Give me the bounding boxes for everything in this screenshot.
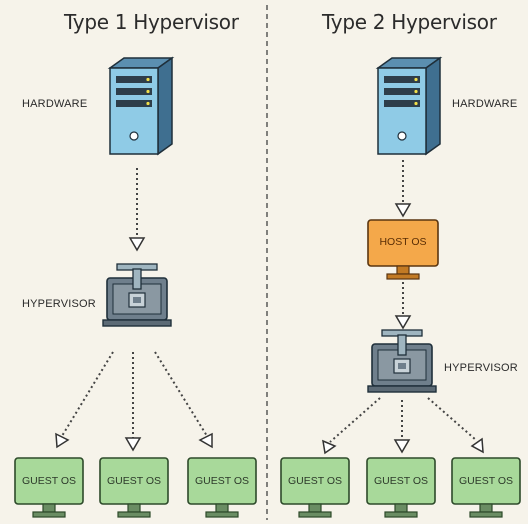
type1-title: Type 1 Hypervisor	[64, 10, 239, 34]
guest-os-label: GUEST OS	[21, 475, 77, 487]
guest-os-label: GUEST OS	[106, 475, 162, 487]
arrowhead	[55, 432, 70, 449]
arrowhead	[394, 315, 412, 330]
type2-hypervisor-label: HYPERVISOR	[444, 362, 518, 374]
monitor-icon	[99, 457, 169, 518]
arrowhead	[394, 203, 412, 218]
type2-title: Type 2 Hypervisor	[322, 10, 497, 34]
arrow-to-guest-4	[329, 397, 381, 443]
server-icon	[375, 56, 443, 156]
host-os-label: HOST OS	[379, 236, 427, 248]
type1-hardware-label: HARDWARE	[22, 98, 88, 110]
guest-os-label: GUEST OS	[373, 475, 429, 487]
host-os-monitor-icon	[367, 219, 439, 280]
hypervisor-icon	[367, 329, 437, 393]
type2-hardware-label: HARDWARE	[452, 98, 518, 110]
arrowhead	[470, 437, 484, 454]
arrowhead	[322, 439, 337, 455]
arrowhead	[124, 437, 142, 452]
monitor-icon	[14, 457, 84, 518]
arrowhead	[393, 439, 411, 454]
arrow-to-guest-6	[427, 397, 477, 441]
server-icon	[107, 56, 175, 156]
guest-os-label: GUEST OS	[458, 475, 514, 487]
arrow-to-guest-1	[61, 351, 114, 437]
guest-os-label: GUEST OS	[287, 475, 343, 487]
monitor-icon	[280, 457, 350, 518]
monitor-icon	[366, 457, 436, 518]
arrowhead	[198, 432, 213, 449]
monitor-icon	[187, 457, 257, 518]
arrow-to-guest-3	[154, 351, 208, 437]
guest-os-label: GUEST OS	[194, 475, 250, 487]
hypervisor-icon	[102, 263, 172, 327]
type1-hypervisor-label: HYPERVISOR	[22, 298, 96, 310]
monitor-icon	[451, 457, 521, 518]
arrowhead	[128, 237, 146, 252]
